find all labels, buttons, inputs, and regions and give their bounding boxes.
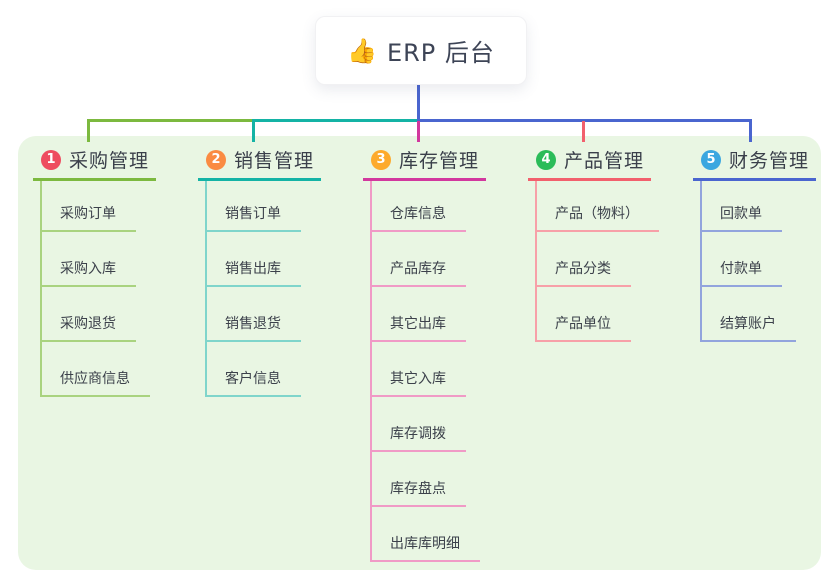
child-row: 仓库信息 — [372, 181, 513, 232]
branch-header-purchase[interactable]: 1 采购管理 — [33, 144, 156, 181]
branch-header-inventory[interactable]: 3 库存管理 — [363, 144, 486, 181]
child-node[interactable]: 产品（物料） — [537, 203, 659, 232]
branch-header-product[interactable]: 4 产品管理 — [528, 144, 651, 181]
child-node[interactable]: 销售订单 — [207, 203, 301, 232]
child-node[interactable]: 仓库信息 — [372, 203, 466, 232]
child-row: 采购入库 — [42, 232, 183, 287]
child-row: 其它出库 — [372, 287, 513, 342]
child-row: 销售订单 — [207, 181, 348, 232]
branch-finance: 5 财务管理 回款单 付款单 结算账户 — [693, 144, 839, 342]
connector-root-vertical — [417, 83, 420, 122]
branch-number-badge: 3 — [371, 149, 391, 170]
thumbs-up-icon: 👍 — [347, 36, 377, 65]
child-node[interactable]: 出库库明细 — [372, 533, 480, 562]
child-row: 产品单位 — [537, 287, 678, 342]
child-row: 客户信息 — [207, 342, 348, 397]
child-row: 库存盘点 — [372, 452, 513, 507]
connector-drop-sales — [252, 121, 255, 142]
child-node[interactable]: 销售出库 — [207, 258, 301, 287]
child-node[interactable]: 产品单位 — [537, 313, 631, 342]
child-row: 销售出库 — [207, 232, 348, 287]
child-row: 产品分类 — [537, 232, 678, 287]
branch-header-finance[interactable]: 5 财务管理 — [693, 144, 816, 181]
branch-children: 销售订单 销售出库 销售退货 客户信息 — [205, 181, 348, 397]
child-node[interactable]: 采购订单 — [42, 203, 136, 232]
branch-children: 采购订单 采购入库 采购退货 供应商信息 — [40, 181, 183, 397]
root-node[interactable]: 👍 ERP 后台 — [315, 16, 527, 85]
child-node[interactable]: 产品分类 — [537, 258, 631, 287]
child-row: 结算账户 — [702, 287, 839, 342]
child-row: 付款单 — [702, 232, 839, 287]
child-row: 回款单 — [702, 181, 839, 232]
branch-children: 产品（物料） 产品分类 产品单位 — [535, 181, 678, 342]
child-row: 采购订单 — [42, 181, 183, 232]
branch-label: 产品管理 — [564, 150, 645, 172]
child-node[interactable]: 库存盘点 — [372, 478, 466, 507]
branch-number-badge: 1 — [41, 149, 61, 170]
branch-sales: 2 销售管理 销售订单 销售出库 销售退货 客户信息 — [198, 144, 348, 397]
branch-children: 回款单 付款单 结算账户 — [700, 181, 839, 342]
child-node[interactable]: 其它入库 — [372, 368, 466, 397]
connector-bus-sales — [252, 119, 419, 122]
branch-purchase: 1 采购管理 采购订单 采购入库 采购退货 供应商信息 — [33, 144, 183, 397]
child-node[interactable]: 其它出库 — [372, 313, 466, 342]
branch-number-badge: 2 — [206, 149, 226, 170]
branch-number-badge: 4 — [536, 149, 556, 170]
child-node[interactable]: 采购入库 — [42, 258, 136, 287]
connector-drop-finance — [749, 121, 752, 142]
child-node[interactable]: 采购退货 — [42, 313, 136, 342]
connector-drop-product — [582, 121, 585, 142]
child-row: 出库库明细 — [372, 507, 513, 562]
branch-label: 采购管理 — [69, 150, 150, 172]
branch-label: 销售管理 — [234, 150, 315, 172]
child-node[interactable]: 回款单 — [702, 203, 782, 232]
branch-children: 仓库信息 产品库存 其它出库 其它入库 库存调拨 库存盘点 出库库明细 — [370, 181, 513, 562]
root-label: ERP 后台 — [386, 39, 495, 67]
branch-header-sales[interactable]: 2 销售管理 — [198, 144, 321, 181]
child-node[interactable]: 付款单 — [702, 258, 782, 287]
child-row: 其它入库 — [372, 342, 513, 397]
branch-label: 财务管理 — [729, 150, 810, 172]
child-row: 销售退货 — [207, 287, 348, 342]
branch-number-badge: 5 — [701, 149, 721, 170]
child-node[interactable]: 销售退货 — [207, 313, 301, 342]
child-node[interactable]: 结算账户 — [702, 313, 796, 342]
child-row: 供应商信息 — [42, 342, 183, 397]
board-background — [18, 136, 821, 570]
connector-drop-purchase — [87, 121, 90, 142]
child-row: 产品库存 — [372, 232, 513, 287]
child-node[interactable]: 供应商信息 — [42, 368, 150, 397]
branch-label: 库存管理 — [399, 150, 480, 172]
child-row: 产品（物料） — [537, 181, 678, 232]
child-row: 采购退货 — [42, 287, 183, 342]
child-node[interactable]: 产品库存 — [372, 258, 466, 287]
child-node[interactable]: 客户信息 — [207, 368, 301, 397]
branch-product: 4 产品管理 产品（物料） 产品分类 产品单位 — [528, 144, 678, 342]
child-row: 库存调拨 — [372, 397, 513, 452]
connector-bus-purchase — [87, 119, 254, 122]
connector-drop-inventory — [417, 121, 420, 142]
branch-inventory: 3 库存管理 仓库信息 产品库存 其它出库 其它入库 库存调拨 库存盘点 — [363, 144, 513, 562]
connector-bus-finance — [417, 119, 752, 122]
child-node[interactable]: 库存调拨 — [372, 423, 466, 452]
